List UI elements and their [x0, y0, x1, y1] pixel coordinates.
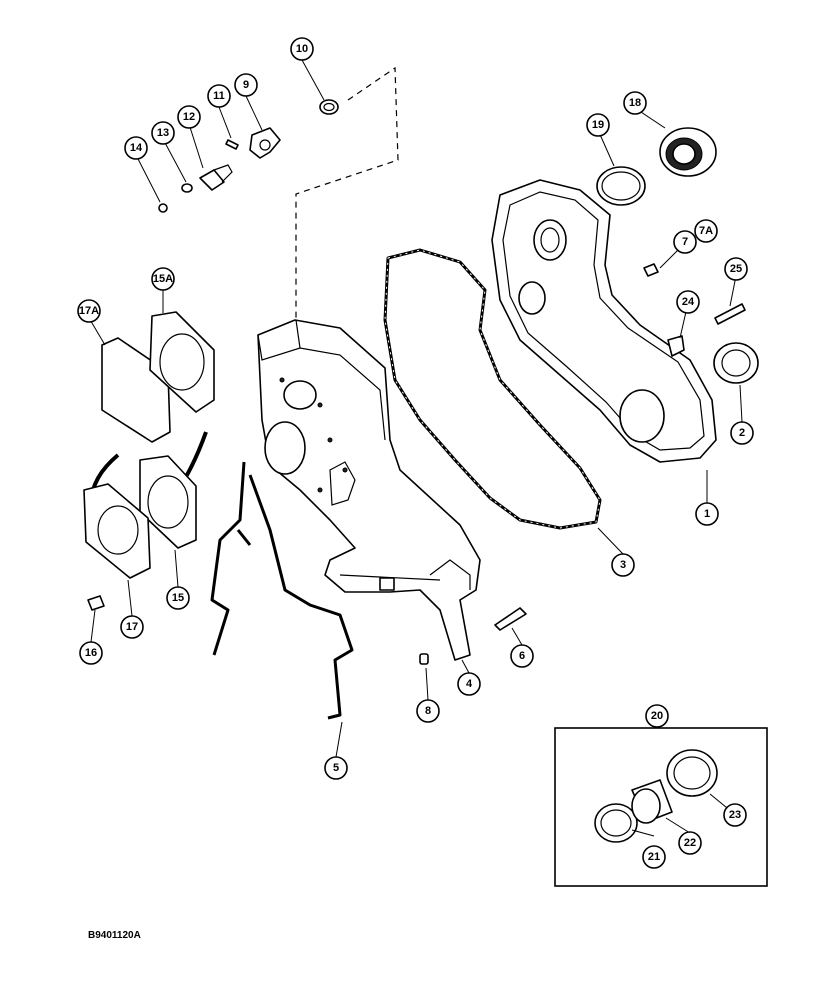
svg-text:7: 7	[682, 236, 688, 248]
figure-identifier: B9401120A	[88, 930, 141, 941]
callout-24: 24	[676, 290, 700, 314]
svg-text:15A: 15A	[153, 273, 173, 285]
svg-text:2: 2	[739, 427, 745, 439]
callout-7a: 7A	[694, 219, 718, 243]
callout-6: 6	[510, 644, 534, 668]
callout-5: 5	[324, 756, 348, 780]
callout-17: 17	[120, 615, 144, 639]
svg-text:7A: 7A	[699, 225, 713, 237]
svg-text:25: 25	[730, 263, 742, 275]
svg-text:11: 11	[213, 90, 225, 102]
svg-text:17A: 17A	[79, 305, 99, 317]
svg-text:20: 20	[651, 710, 663, 722]
svg-text:22: 22	[684, 837, 696, 849]
svg-text:24: 24	[682, 296, 695, 308]
callout-10: 10	[290, 37, 314, 61]
svg-text:13: 13	[157, 127, 169, 139]
callout-25: 25	[724, 257, 748, 281]
svg-text:10: 10	[296, 43, 308, 55]
callout-19: 19	[586, 113, 610, 137]
callout-21: 21	[642, 845, 666, 869]
svg-text:17: 17	[126, 621, 138, 633]
lower-gasket	[210, 461, 354, 720]
callout-12: 12	[177, 105, 201, 129]
svg-text:1: 1	[704, 508, 710, 520]
hardware-right	[643, 263, 759, 384]
svg-text:23: 23	[729, 809, 741, 821]
callout-20: 20	[645, 704, 669, 728]
front-gear-cover	[491, 179, 717, 463]
callout-4: 4	[457, 672, 481, 696]
callout-15: 15	[166, 586, 190, 610]
svg-text:4: 4	[466, 678, 473, 690]
svg-text:8: 8	[425, 705, 431, 717]
svg-text:15: 15	[172, 592, 184, 604]
svg-text:6: 6	[519, 650, 525, 662]
svg-text:21: 21	[648, 851, 660, 863]
callout-15a: 15A	[151, 267, 175, 291]
svg-text:18: 18	[629, 97, 641, 109]
bolt-and-pin	[419, 607, 527, 665]
svg-text:12: 12	[183, 111, 195, 123]
svg-text:3: 3	[620, 559, 626, 571]
callout-11: 11	[207, 84, 231, 108]
callout-22: 22	[678, 831, 702, 855]
gear-housing	[257, 319, 481, 661]
callout-8: 8	[416, 699, 440, 723]
callout-7: 7	[673, 230, 697, 254]
svg-text:5: 5	[333, 762, 339, 774]
seal-kit-parts	[594, 749, 718, 843]
alignment-dashed-line	[295, 66, 399, 320]
callout-13: 13	[151, 121, 175, 145]
cover-gasket	[383, 248, 602, 530]
svg-text:14: 14	[130, 142, 143, 154]
callout-9: 9	[234, 73, 258, 97]
callout-16: 16	[79, 641, 103, 665]
callout-14: 14	[124, 136, 148, 160]
cover-plates-left	[83, 311, 215, 611]
callout-2: 2	[730, 421, 754, 445]
callout-1: 1	[695, 502, 719, 526]
callout-18: 18	[623, 91, 647, 115]
callout-17a: 17A	[77, 299, 101, 323]
small-fittings	[158, 99, 339, 213]
svg-text:19: 19	[592, 119, 604, 131]
svg-text:9: 9	[243, 79, 249, 91]
callout-3: 3	[611, 553, 635, 577]
seals-upper-right	[596, 127, 717, 206]
svg-text:16: 16	[85, 647, 97, 659]
callout-23: 23	[723, 803, 747, 827]
seal-kit-box	[554, 727, 768, 887]
